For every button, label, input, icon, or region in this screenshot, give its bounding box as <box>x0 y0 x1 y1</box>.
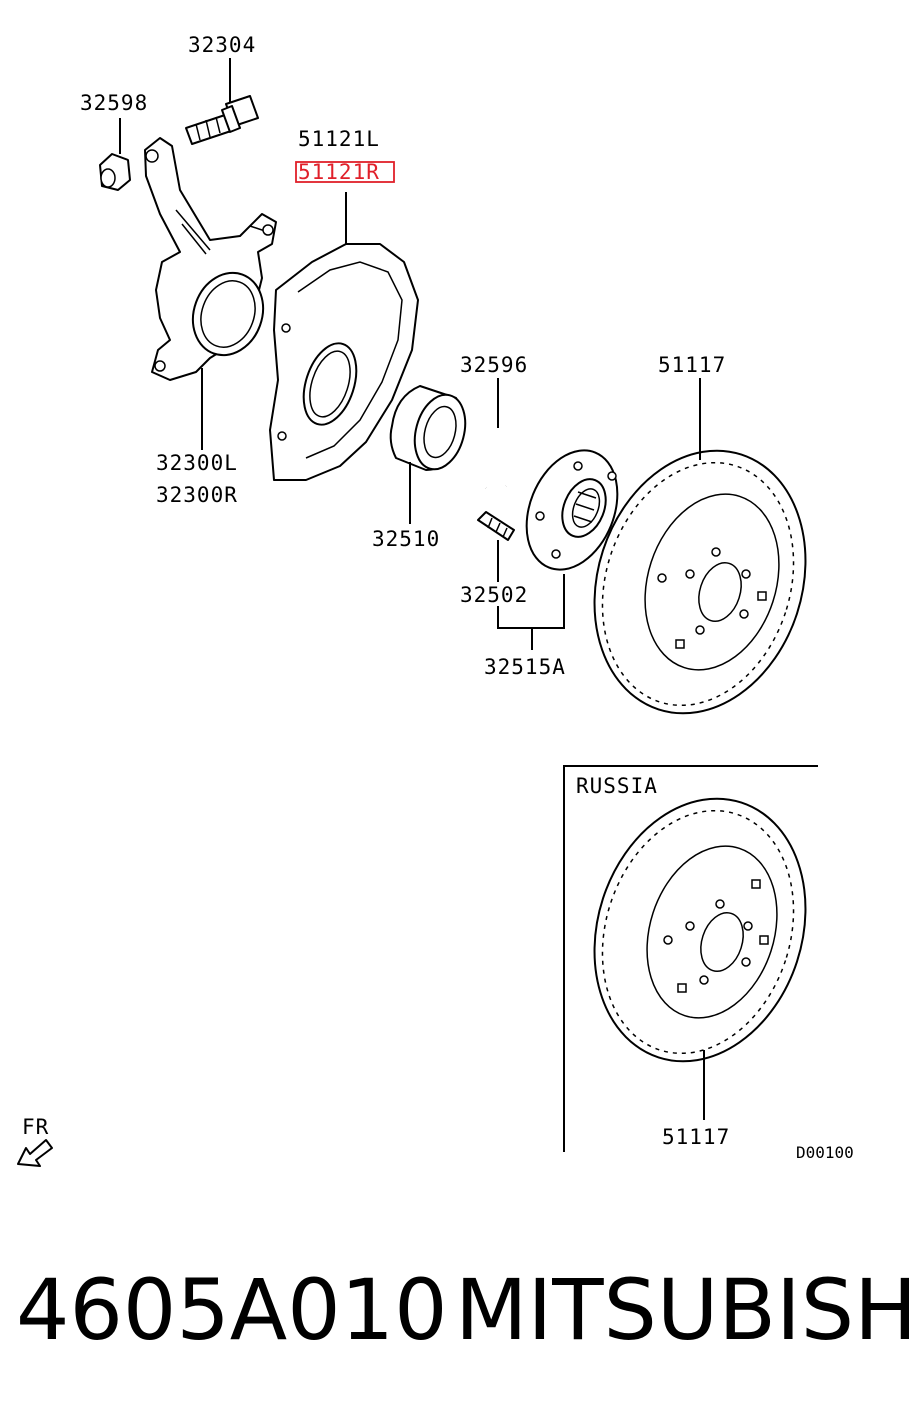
nut-32598[interactable] <box>99 153 131 191</box>
label-51117-inset[interactable]: 51117 <box>662 1125 730 1149</box>
dust-shield-51121[interactable] <box>269 243 419 481</box>
label-32596[interactable]: 32596 <box>460 353 528 377</box>
diagram-code: D00100 <box>796 1143 854 1162</box>
inset-title: RUSSIA <box>576 774 658 798</box>
label-51121R[interactable]: 51121R <box>298 160 380 184</box>
label-51117-top[interactable]: 51117 <box>658 353 726 377</box>
label-32510[interactable]: 32510 <box>372 527 440 551</box>
label-32502[interactable]: 32502 <box>460 583 528 607</box>
wheel-hub-32515A[interactable] <box>510 437 634 583</box>
steering-knuckle-32300[interactable] <box>144 137 277 381</box>
hub-bolt-32502[interactable] <box>477 511 515 541</box>
label-32304[interactable]: 32304 <box>188 33 256 57</box>
label-32300R[interactable]: 32300R <box>156 483 238 507</box>
label-32598[interactable]: 32598 <box>80 91 148 115</box>
direction-label: FR <box>22 1115 49 1139</box>
front-direction-arrow-icon <box>17 1139 53 1167</box>
parts-diagram: 32304 32598 51121L 51121R 32300L 32300R … <box>17 33 854 1167</box>
label-32515A[interactable]: 32515A <box>484 655 566 679</box>
label-32300L[interactable]: 32300L <box>156 451 238 475</box>
label-51121L[interactable]: 51121L <box>298 127 380 151</box>
bolt-32304[interactable] <box>185 95 259 145</box>
highlight-box-51121R <box>295 161 395 183</box>
brake-disc-51117[interactable] <box>562 423 839 741</box>
brand-name: MITSUBISHI <box>455 1261 909 1359</box>
brake-disc-51117-russia[interactable] <box>562 771 839 1089</box>
snap-ring-32596[interactable] <box>465 426 524 490</box>
inset-frame <box>563 765 818 1152</box>
part-number: 4605A010 <box>16 1261 448 1359</box>
hub-bearing-32510[interactable] <box>389 385 473 475</box>
